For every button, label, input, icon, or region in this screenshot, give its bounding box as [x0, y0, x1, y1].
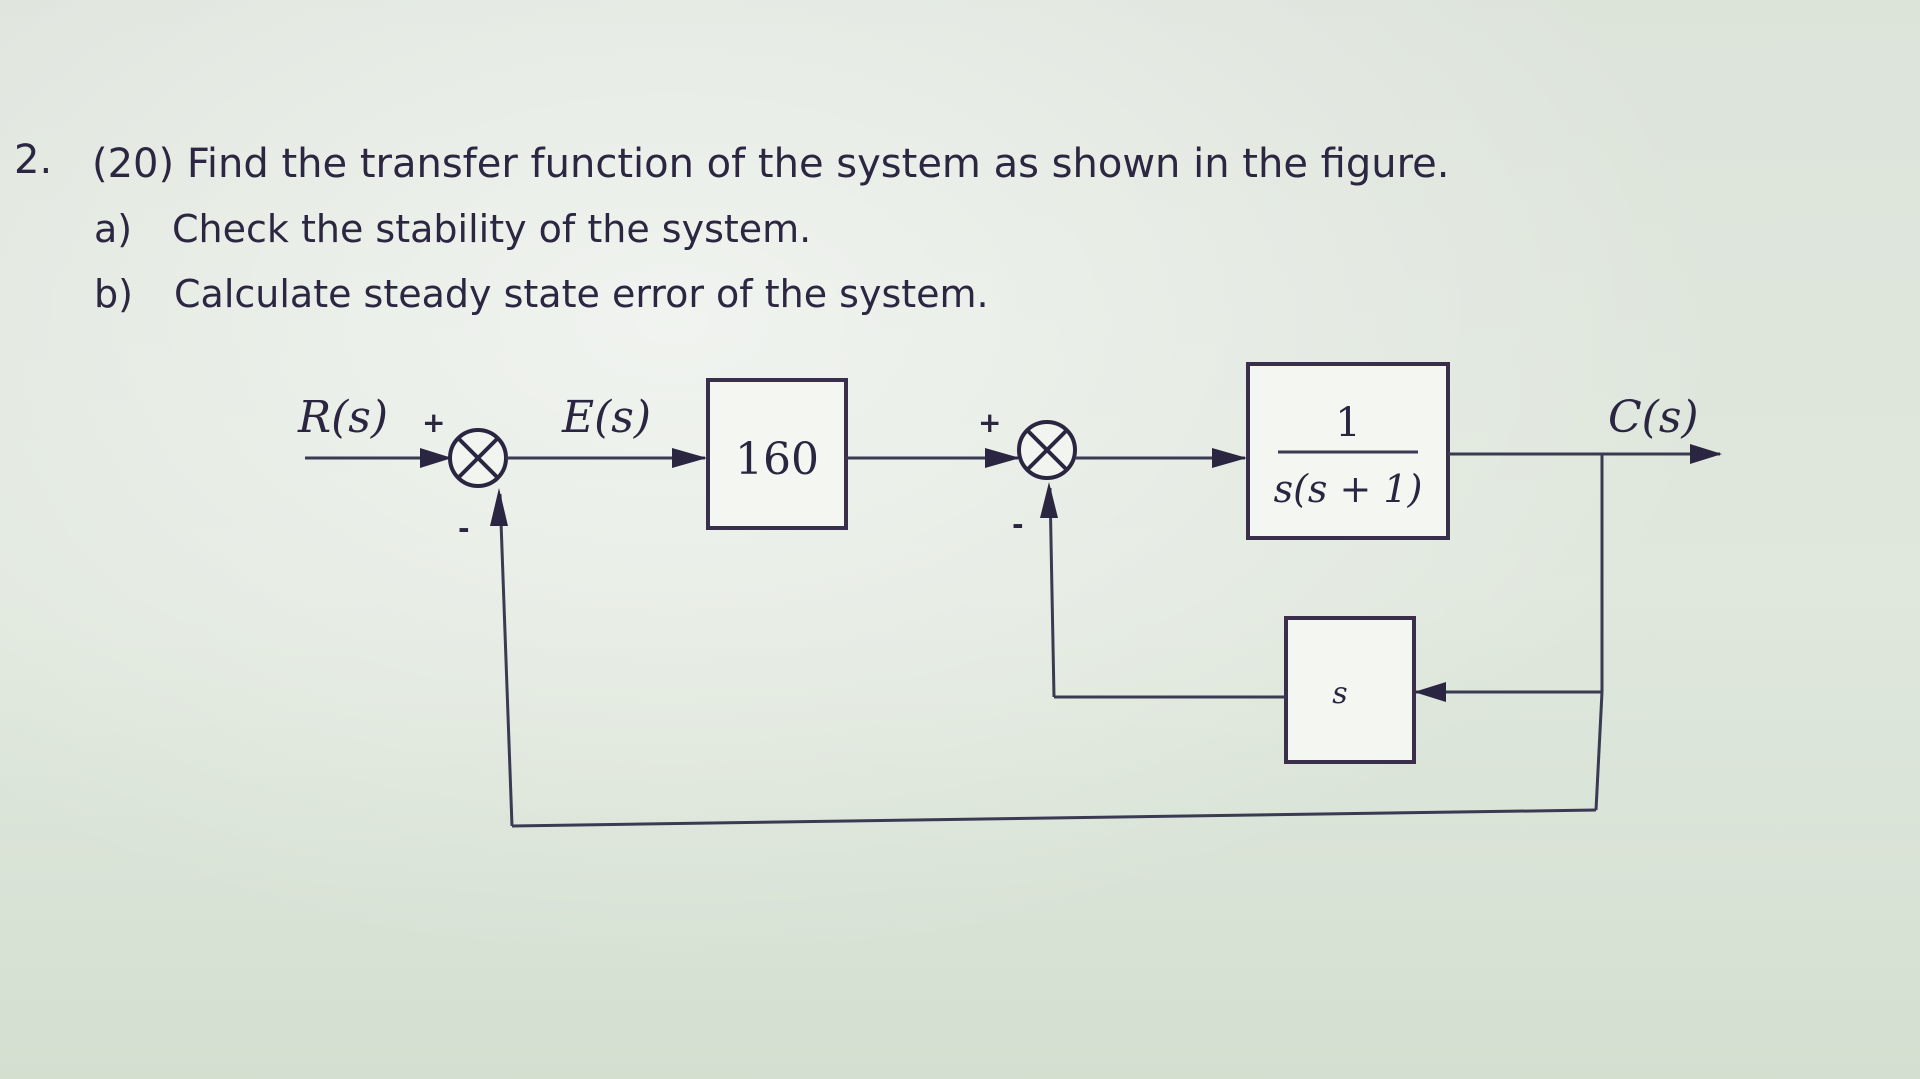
outer-feedback-tap — [1594, 691, 1604, 811]
feedback-value: s — [1332, 676, 1347, 711]
outer-feedback-wire-bottom — [511, 808, 1597, 828]
part-a-label: a) — [94, 207, 133, 251]
inner-feedback-wire-up — [1048, 487, 1056, 698]
summing-junction-1-cross-b — [456, 436, 500, 480]
part-a-text: Check the stability of the system. — [172, 207, 812, 251]
feedback-block — [1284, 616, 1416, 764]
inner-feedback-sum-arrow — [1040, 482, 1058, 518]
outer-feedback-sum-arrow — [490, 488, 508, 526]
sum1-minus-sign: - — [458, 512, 470, 545]
gain-output-arrow — [985, 448, 1020, 468]
question-text: (20) Find the transfer function of the s… — [92, 141, 1450, 187]
input-arrow — [420, 448, 452, 468]
gain-value: 160 — [735, 434, 819, 485]
summing-junction-1 — [448, 428, 508, 488]
plant-numerator: 1 — [1335, 400, 1360, 446]
error-arrow — [672, 448, 707, 468]
inner-feedback-arrow — [1414, 682, 1446, 702]
input-label: R(s) — [297, 392, 388, 443]
part-b-label: b) — [94, 272, 133, 316]
plant-denominator: s(s + 1) — [1274, 467, 1423, 511]
sum2-plus-sign: + — [978, 406, 1001, 439]
summing-junction-2 — [1017, 420, 1077, 480]
error-label: E(s) — [561, 392, 651, 443]
part-b-text: Calculate steady state error of the syst… — [174, 272, 989, 316]
output-arrow — [1690, 444, 1722, 464]
sum2-minus-sign: - — [1012, 508, 1024, 541]
sum1-plus-sign: + — [422, 406, 445, 439]
plant-input-arrow — [1212, 448, 1247, 468]
output-label: C(s) — [1608, 392, 1699, 443]
summing-junction-2-cross-b — [1025, 428, 1069, 472]
gain-block — [706, 378, 848, 530]
question-number: 2. — [14, 137, 53, 183]
outer-feedback-wire-up — [498, 493, 514, 827]
